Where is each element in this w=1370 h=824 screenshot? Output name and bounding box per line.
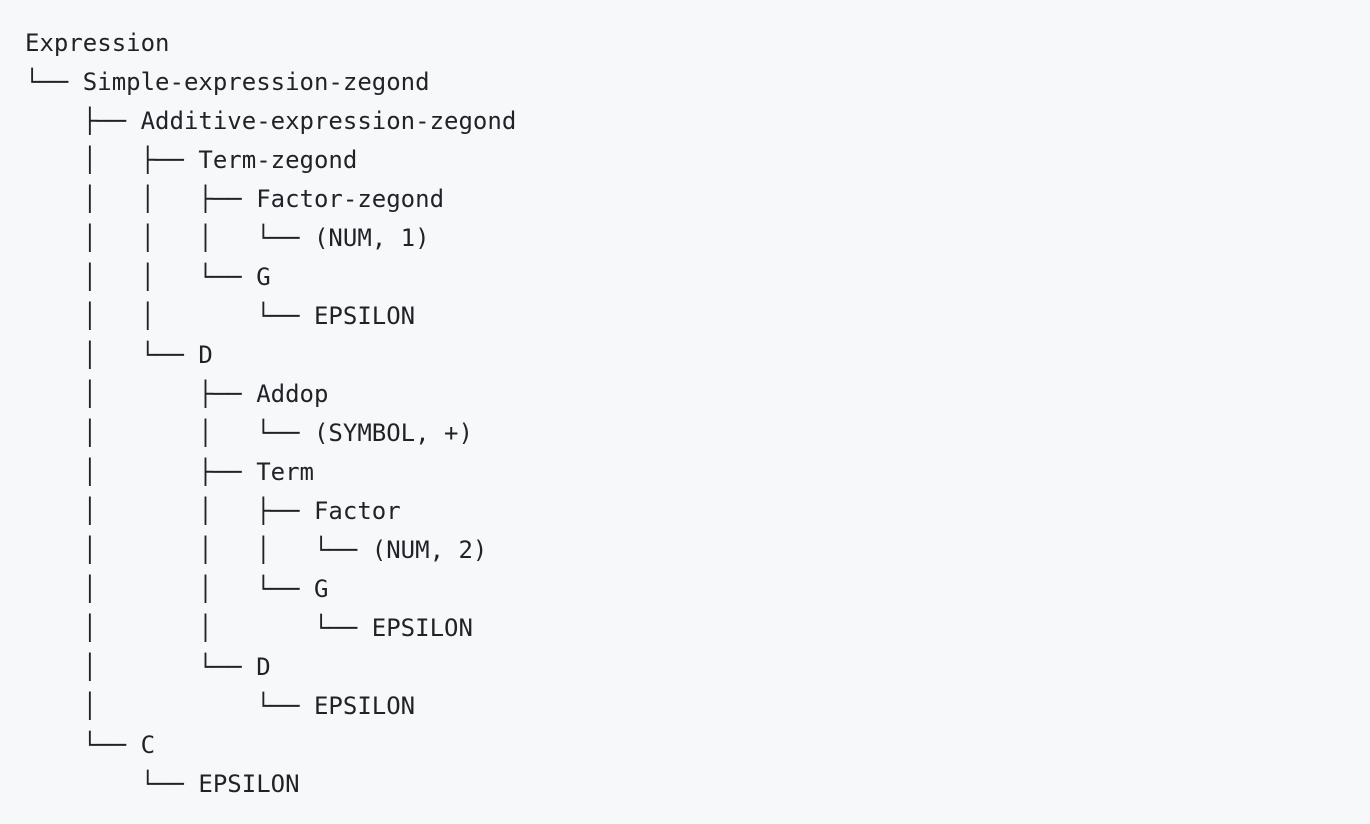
tree-line: │ ├── Addop xyxy=(25,375,1370,414)
tree-node-label: EPSILON xyxy=(198,770,300,798)
tree-node-label: Term-zegond xyxy=(198,146,358,174)
tree-line: │ │ └── EPSILON xyxy=(25,609,1370,648)
tree-node-label: EPSILON xyxy=(371,614,473,642)
tree-line: │ ├── Term-zegond xyxy=(25,141,1370,180)
tree-branch: │ └── xyxy=(25,653,257,681)
tree-line: └── C xyxy=(25,726,1370,765)
tree-line: │ │ └── EPSILON xyxy=(25,297,1370,336)
tree-branch: │ │ ├── xyxy=(25,497,314,525)
tree-line: │ │ ├── Factor-zegond xyxy=(25,180,1370,219)
tree-branch: └── xyxy=(25,731,141,759)
tree-line: ├── Additive-expression-zegond xyxy=(25,102,1370,141)
tree-line: │ └── D xyxy=(25,648,1370,687)
tree-line: └── Simple-expression-zegond xyxy=(25,63,1370,102)
tree-node-label: G xyxy=(313,575,329,603)
tree-node-label: Expression xyxy=(25,29,170,57)
tree-node-label: D xyxy=(198,341,213,369)
tree-branch: │ │ └── xyxy=(25,614,372,642)
tree-node-label: Term xyxy=(256,458,314,486)
tree-branch: │ └── xyxy=(25,341,199,369)
tree-branch: │ ├── xyxy=(25,146,199,174)
tree-branch: │ │ └── xyxy=(25,263,257,291)
tree-line: Expression xyxy=(25,24,1370,63)
tree-line: │ │ │ └── (NUM, 2) xyxy=(25,531,1370,570)
tree-line: │ ├── Term xyxy=(25,453,1370,492)
tree-branch: │ ├── xyxy=(25,458,257,486)
tree-branch: │ │ ├── xyxy=(25,185,257,213)
tree-branch: │ │ └── xyxy=(25,302,314,330)
tree-node-label: D xyxy=(256,653,271,681)
tree-node-label: (SYMBOL, +) xyxy=(313,419,473,447)
tree-node-label: Addop xyxy=(256,380,329,408)
tree-node-label: EPSILON xyxy=(313,302,416,330)
tree-node-label: (NUM, 2) xyxy=(371,536,488,564)
tree-node-label: Factor xyxy=(313,497,401,525)
tree-line: │ │ └── G xyxy=(25,258,1370,297)
tree-node-label: Factor-zegond xyxy=(256,185,445,213)
tree-node-label: (NUM, 1) xyxy=(313,224,430,252)
tree-node-label: G xyxy=(256,263,271,291)
tree-branch: │ │ │ └── xyxy=(25,536,372,564)
tree-line: └── EPSILON xyxy=(25,765,1370,804)
tree-line: │ │ └── (SYMBOL, +) xyxy=(25,414,1370,453)
tree-line: │ │ └── G xyxy=(25,570,1370,609)
tree-branch: └── xyxy=(25,68,83,96)
tree-branch: │ │ │ └── xyxy=(25,224,314,252)
tree-node-label: Additive-expression-zegond xyxy=(140,107,517,135)
tree-branch: ├── xyxy=(25,107,141,135)
tree-branch: │ └── xyxy=(25,692,314,720)
tree-line: │ └── EPSILON xyxy=(25,687,1370,726)
tree-branch: │ │ └── xyxy=(25,419,314,447)
tree-branch: │ ├── xyxy=(25,380,257,408)
tree-branch: └── xyxy=(25,770,199,798)
tree-line: │ │ │ └── (NUM, 1) xyxy=(25,219,1370,258)
tree-line: │ └── D xyxy=(25,336,1370,375)
tree-branch: │ │ └── xyxy=(25,575,314,603)
tree-node-label: EPSILON xyxy=(313,692,416,720)
tree-node-label: Simple-expression-zegond xyxy=(82,68,430,96)
tree-node-label: C xyxy=(140,731,156,759)
tree-line: │ │ ├── Factor xyxy=(25,492,1370,531)
